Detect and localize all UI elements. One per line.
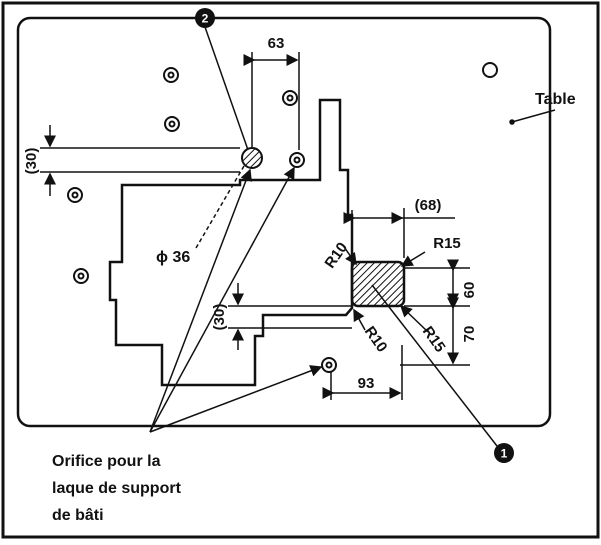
table-outline: [16, 16, 552, 428]
screw-hole: [289, 152, 305, 168]
dim-93: 93: [358, 375, 375, 392]
machine-cutout-outline: [108, 98, 354, 387]
caption-line-2: laque de support: [52, 480, 182, 497]
dimension-lines: [40, 26, 556, 447]
dim-r10-top: R10: [321, 239, 351, 271]
dim-r10-bottom: R10: [361, 323, 391, 355]
rod-hole: [241, 147, 263, 169]
svg-text:1: 1: [501, 447, 508, 461]
dim-30-mid: (30): [211, 304, 228, 331]
screw-hole: [164, 116, 180, 132]
screw-hole: [282, 90, 298, 106]
marker-two: 2: [195, 8, 215, 28]
hatched-opening: [350, 260, 406, 308]
caption-line-1: Orifice pour la: [52, 453, 161, 470]
dim-30-left: (30): [23, 148, 40, 175]
marker-one: 1: [494, 443, 514, 463]
screw-hole: [73, 268, 89, 284]
caption-line-3: de bâti: [52, 507, 104, 524]
table-hole: [482, 62, 498, 78]
screw-hole: [163, 67, 179, 83]
dim-r15-top: R15: [433, 235, 461, 252]
screw-hole: [321, 357, 337, 373]
dim-63: 63: [268, 35, 285, 52]
table-label: Table: [535, 91, 576, 108]
svg-text:2: 2: [202, 12, 209, 26]
screw-hole: [67, 187, 83, 203]
screw-holes: [67, 62, 498, 373]
diameter-label: ϕ 36: [156, 249, 190, 266]
dim-70: 70: [461, 326, 478, 343]
dim-68: (68): [415, 197, 442, 214]
dim-60: 60: [461, 282, 478, 299]
